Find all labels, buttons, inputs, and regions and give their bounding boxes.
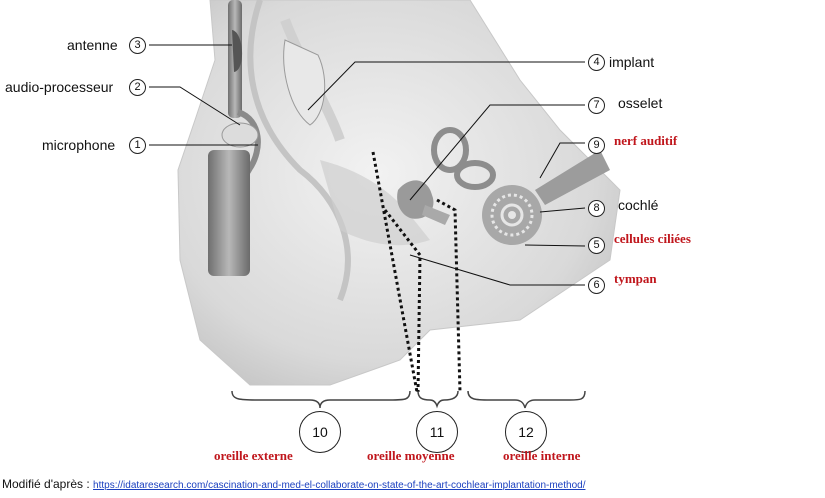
- battery-pack: [208, 150, 250, 276]
- brackets: [231, 390, 586, 409]
- source-footer: Modifié d'après : https://idataresearch.…: [2, 477, 585, 491]
- label-audio-processeur: audio-processeur: [5, 79, 113, 95]
- label-antenne-text: antenne: [67, 37, 118, 53]
- leader-lines: [149, 44, 586, 286]
- antenna-coil: [232, 30, 243, 72]
- earhook-top: [221, 122, 259, 148]
- source-link[interactable]: https://idataresearch.com/cascination-an…: [93, 480, 586, 491]
- semicircular-canal: [431, 127, 469, 173]
- label-microphone-text: microphone: [42, 137, 116, 153]
- label-audio-processeur-text: audio-processeur: [5, 79, 114, 95]
- section-num-interne: 12: [505, 411, 547, 453]
- label-nerf-auditif: nerf auditif: [614, 133, 678, 148]
- label-implant: implant: [609, 54, 655, 70]
- label-cellules-ciliees: cellules ciliées: [614, 231, 691, 246]
- section-num-externe: 10: [299, 411, 341, 453]
- num-osselet: 7: [588, 97, 605, 114]
- ear-canal-shape: [320, 160, 430, 246]
- num-audio-processeur: 2: [129, 79, 146, 96]
- section-label-interne: oreille interne: [503, 448, 581, 463]
- num-antenne: 3: [129, 37, 146, 54]
- num-implant: 4: [588, 54, 605, 71]
- label-osselet: osselet: [618, 95, 663, 111]
- label-antenne: antenne: [67, 37, 118, 53]
- num-tympan: 6: [588, 277, 605, 294]
- boundary-outer-middle: [371, 151, 419, 393]
- section-label-moyenne: oreille moyenne: [367, 448, 455, 463]
- microphone-hook: [236, 109, 261, 187]
- label-microphone: microphone: [42, 137, 115, 153]
- section-num-moyenne: 11: [416, 411, 458, 453]
- footer-prefix: Modifié d'après :: [2, 477, 90, 491]
- num-microphone: 1: [129, 137, 146, 154]
- label-cochle: cochlé: [618, 197, 659, 213]
- label-tympan: tympan: [614, 271, 657, 286]
- boundary-middle-inner: [436, 198, 462, 393]
- helix-shape: [247, 0, 351, 302]
- auditory-nerve-shape: [535, 150, 610, 205]
- num-cochle: 8: [588, 200, 605, 217]
- num-nerf-auditif: 9: [588, 137, 605, 154]
- section-label-externe: oreille externe: [214, 448, 293, 463]
- num-cellules-ciliees: 5: [588, 237, 605, 254]
